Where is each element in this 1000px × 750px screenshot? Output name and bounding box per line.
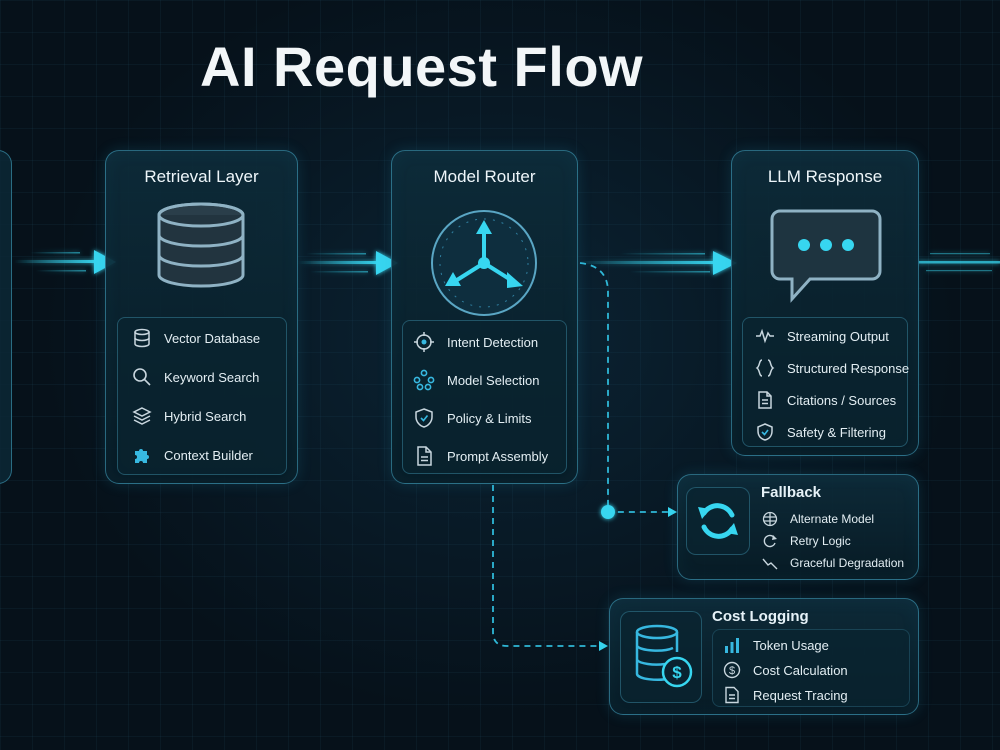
retrieval-item-label: Vector Database xyxy=(164,330,261,346)
llm-response-title: LLM Response xyxy=(767,167,883,186)
model-router-card: Model Router Intent Detection Model Sele… xyxy=(391,150,578,484)
router-item-label: Model Selection xyxy=(447,372,540,388)
braces-icon xyxy=(755,359,775,377)
router-item-model-selection: Model Selection xyxy=(413,369,540,391)
cost-item-label: Request Tracing xyxy=(753,687,848,703)
shield-icon xyxy=(757,423,773,441)
router-item-label: Policy & Limits xyxy=(447,410,532,426)
response-item-label: Citations / Sources xyxy=(787,392,897,408)
database-dollar-icon: $ xyxy=(635,624,693,688)
response-items-panel: Streaming Output Structured Response Cit… xyxy=(742,317,909,447)
retry-icon xyxy=(763,534,777,548)
puzzle-icon xyxy=(135,449,149,463)
nodes-icon xyxy=(413,369,435,391)
fallback-item-label: Graceful Degradation xyxy=(790,556,905,570)
database-icon xyxy=(134,328,150,348)
chat-bubble-icon xyxy=(770,209,882,303)
retrieval-layer-card: Retrieval Layer Vector Database Keyword … xyxy=(105,150,298,484)
cost-item-token-usage: Token Usage xyxy=(723,636,829,654)
svg-text:$: $ xyxy=(729,665,735,677)
fallback-connector xyxy=(579,262,677,519)
cost-item-request-tracing: Request Tracing xyxy=(723,686,848,704)
router-item-intent-detection: Intent Detection xyxy=(413,331,538,353)
cost-item-label: Token Usage xyxy=(753,637,829,653)
flow-arrow-router-to-response xyxy=(578,251,737,275)
document-icon xyxy=(758,391,772,409)
dollar-icon: $ xyxy=(723,661,741,679)
cost-connector xyxy=(492,485,608,651)
shield-icon xyxy=(415,408,433,428)
brain-icon xyxy=(762,511,778,527)
response-item-streaming-output: Streaming Output xyxy=(755,326,889,346)
router-icon xyxy=(431,210,537,316)
retrieval-items-panel: Vector Database Keyword Search Hybrid Se… xyxy=(117,317,287,475)
flow-arrow-out-right xyxy=(918,253,1000,272)
cost-items-panel: Token Usage $ Cost Calculation Request T… xyxy=(712,629,910,707)
database-icon xyxy=(157,202,245,288)
fallback-title: Fallback xyxy=(761,484,822,501)
bar-chart-icon xyxy=(725,638,739,653)
router-item-label: Prompt Assembly xyxy=(447,448,549,464)
target-icon xyxy=(414,332,434,352)
fallback-item-retry-logic: Retry Logic xyxy=(762,533,851,549)
search-icon xyxy=(133,368,151,386)
svg-text:$: $ xyxy=(672,663,682,682)
fallback-item-label: Retry Logic xyxy=(790,534,851,548)
fallback-item-graceful-degradation: Graceful Degradation xyxy=(762,555,904,571)
fallback-icon-tile xyxy=(686,487,750,555)
router-item-policy-limits: Policy & Limits xyxy=(413,407,532,429)
response-item-structured-response: Structured Response xyxy=(755,358,909,378)
router-item-prompt-assembly: Prompt Assembly xyxy=(413,445,548,467)
router-item-label: Intent Detection xyxy=(447,334,539,350)
document-icon xyxy=(417,446,432,466)
page-title: AI Request Flow xyxy=(200,35,644,98)
retrieval-item-context-builder: Context Builder xyxy=(132,445,253,465)
retrieval-item-vector-database: Vector Database xyxy=(132,328,260,348)
retrieval-item-label: Hybrid Search xyxy=(164,408,247,424)
response-item-label: Streaming Output xyxy=(787,328,889,344)
flow-arrow-retrieval-to-router xyxy=(298,251,398,275)
retrieval-item-keyword-search: Keyword Search xyxy=(132,367,259,387)
retry-icon xyxy=(698,503,738,539)
response-item-label: Structured Response xyxy=(787,360,910,376)
fallback-item-alternate-model: Alternate Model xyxy=(762,511,874,527)
router-items-panel: Intent Detection Model Selection Policy … xyxy=(402,320,567,474)
retrieval-item-label: Context Builder xyxy=(164,447,253,463)
cost-item-label: Cost Calculation xyxy=(753,662,848,678)
flow-arrow-into-retrieval xyxy=(14,250,116,274)
response-item-label: Safety & Filtering xyxy=(787,424,886,440)
response-item-citations-sources: Citations / Sources xyxy=(755,390,896,410)
cost-logging-card: Cost Logging $ Token Usage $ Cost Calcul… xyxy=(609,598,919,715)
cost-icon-tile: $ xyxy=(620,611,702,703)
document-icon xyxy=(725,686,739,704)
retrieval-item-hybrid-search: Hybrid Search xyxy=(132,406,246,426)
fallback-card: Fallback Alternate Model Retry Logic Gra… xyxy=(677,474,919,580)
model-router-title: Model Router xyxy=(433,167,536,186)
cost-item-cost-calculation: $ Cost Calculation xyxy=(723,661,848,679)
cost-logging-title: Cost Logging xyxy=(712,608,809,625)
retrieval-layer-title: Retrieval Layer xyxy=(144,167,259,186)
response-item-safety-filtering: Safety & Filtering xyxy=(755,422,886,442)
fallback-item-label: Alternate Model xyxy=(790,512,875,526)
retrieval-item-label: Keyword Search xyxy=(164,369,260,385)
layers-icon xyxy=(132,407,152,425)
pulse-icon xyxy=(756,328,774,344)
trend-down-icon xyxy=(762,558,778,570)
llm-response-card: LLM Response Streaming Output Structured… xyxy=(731,150,919,456)
